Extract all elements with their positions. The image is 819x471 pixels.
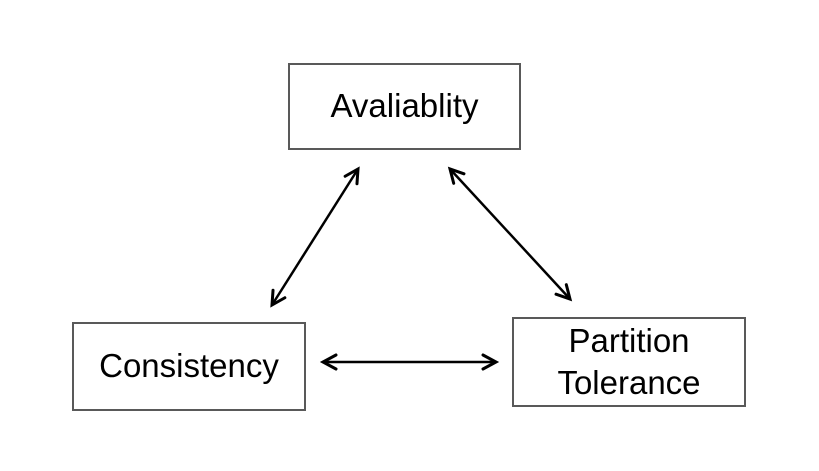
node-partition-tolerance-label: Partition Tolerance [557,321,701,401]
arrow-availability-consistency-icon [270,166,360,308]
node-consistency: Consistency [72,322,306,411]
node-availability: Avaliablity [288,63,521,150]
node-partition-tolerance: Partition Tolerance [512,317,746,407]
node-consistency-label: Consistency [99,347,279,385]
node-availability-label: Avaliablity [330,87,479,125]
arrow-availability-partition-icon [447,166,573,302]
